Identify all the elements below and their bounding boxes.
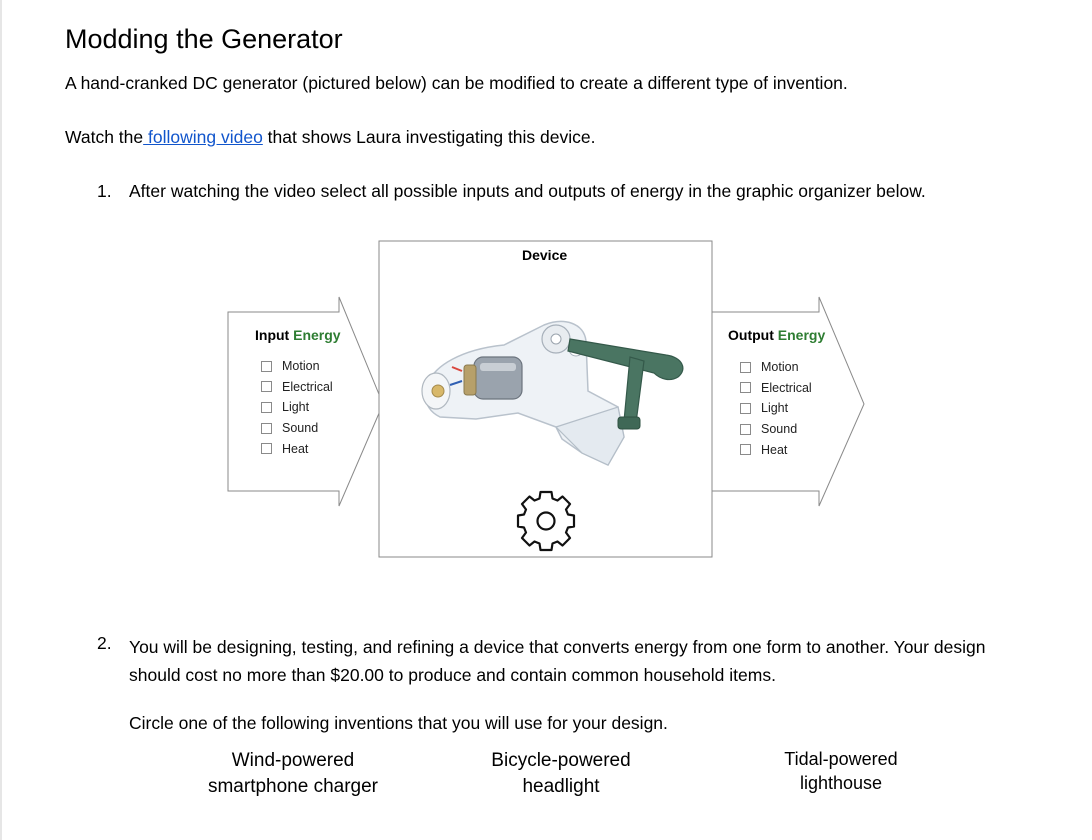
output-option-light[interactable]: Light [740,398,812,419]
checkbox[interactable] [740,382,751,394]
output-option-electrical[interactable]: Electrical [740,378,812,399]
input-option-label: Light [282,400,310,415]
device-label: Device [522,247,568,263]
intro-paragraph: A hand-cranked DC generator (pictured be… [65,73,848,93]
input-option-motion[interactable]: Motion [261,356,333,377]
output-option-heat[interactable]: Heat [740,439,812,460]
output-option-label: Sound [761,422,798,437]
watch-text-after: that shows Laura investigating this devi… [262,127,596,147]
input-option-sound[interactable]: Sound [261,418,333,439]
watch-text-before: Watch the [65,127,144,147]
output-options-list: Motion Electrical Light Sound Heat [740,357,812,460]
checkbox[interactable] [261,360,272,372]
input-heading-energy: Energy [289,327,341,343]
input-option-label: Sound [282,421,319,436]
checkbox[interactable] [261,422,272,434]
checkbox[interactable] [740,361,751,373]
checkbox[interactable] [740,423,751,435]
question-1-text: After watching the video select all poss… [129,181,926,201]
output-energy-heading: Output Energy [728,327,825,343]
page-edge [0,0,2,840]
output-option-sound[interactable]: Sound [740,419,812,440]
question-2-number: 2. [97,633,112,653]
invention-option-bicycle[interactable]: Bicycle-powered headlight [491,750,631,797]
input-option-light[interactable]: Light [261,397,333,418]
input-option-heat[interactable]: Heat [261,438,333,459]
following-video-link[interactable]: following video [143,127,263,147]
output-option-label: Motion [761,360,799,375]
output-heading-energy: Energy [773,327,826,343]
output-option-label: Electrical [761,380,812,395]
question-2-text: You will be designing, testing, and refi… [129,637,986,685]
invention-option-wind[interactable]: Wind-powered smartphone charger [207,750,379,797]
input-option-electrical[interactable]: Electrical [261,377,333,398]
input-energy-heading: Input Energy [255,327,341,343]
input-option-label: Heat [282,441,309,456]
invention-option-tidal[interactable]: Tidal-powered lighthouse [784,749,898,793]
hand-crank-generator-image [421,320,684,466]
gear-icon [516,490,576,552]
checkbox[interactable] [740,402,751,414]
output-option-label: Light [761,401,789,416]
watch-paragraph: Watch the following video that shows Lau… [65,127,596,148]
input-option-label: Electrical [282,379,333,394]
input-option-label: Motion [282,359,320,374]
output-heading-bold: Output [728,327,774,343]
output-option-motion[interactable]: Motion [740,357,812,378]
checkbox[interactable] [261,401,272,413]
checkbox[interactable] [261,443,272,455]
question-1-number: 1. [97,181,112,201]
input-options-list: Motion Electrical Light Sound Heat [261,356,333,459]
checkbox[interactable] [261,381,272,393]
output-option-label: Heat [761,442,788,457]
circle-instruction: Circle one of the following inventions t… [129,713,668,733]
graphic-organizer: Device Input Energy Motion Electrical Li… [226,239,868,561]
page-title: Modding the Generator [65,24,343,54]
checkbox[interactable] [740,444,751,456]
input-heading-bold: Input [255,327,290,343]
